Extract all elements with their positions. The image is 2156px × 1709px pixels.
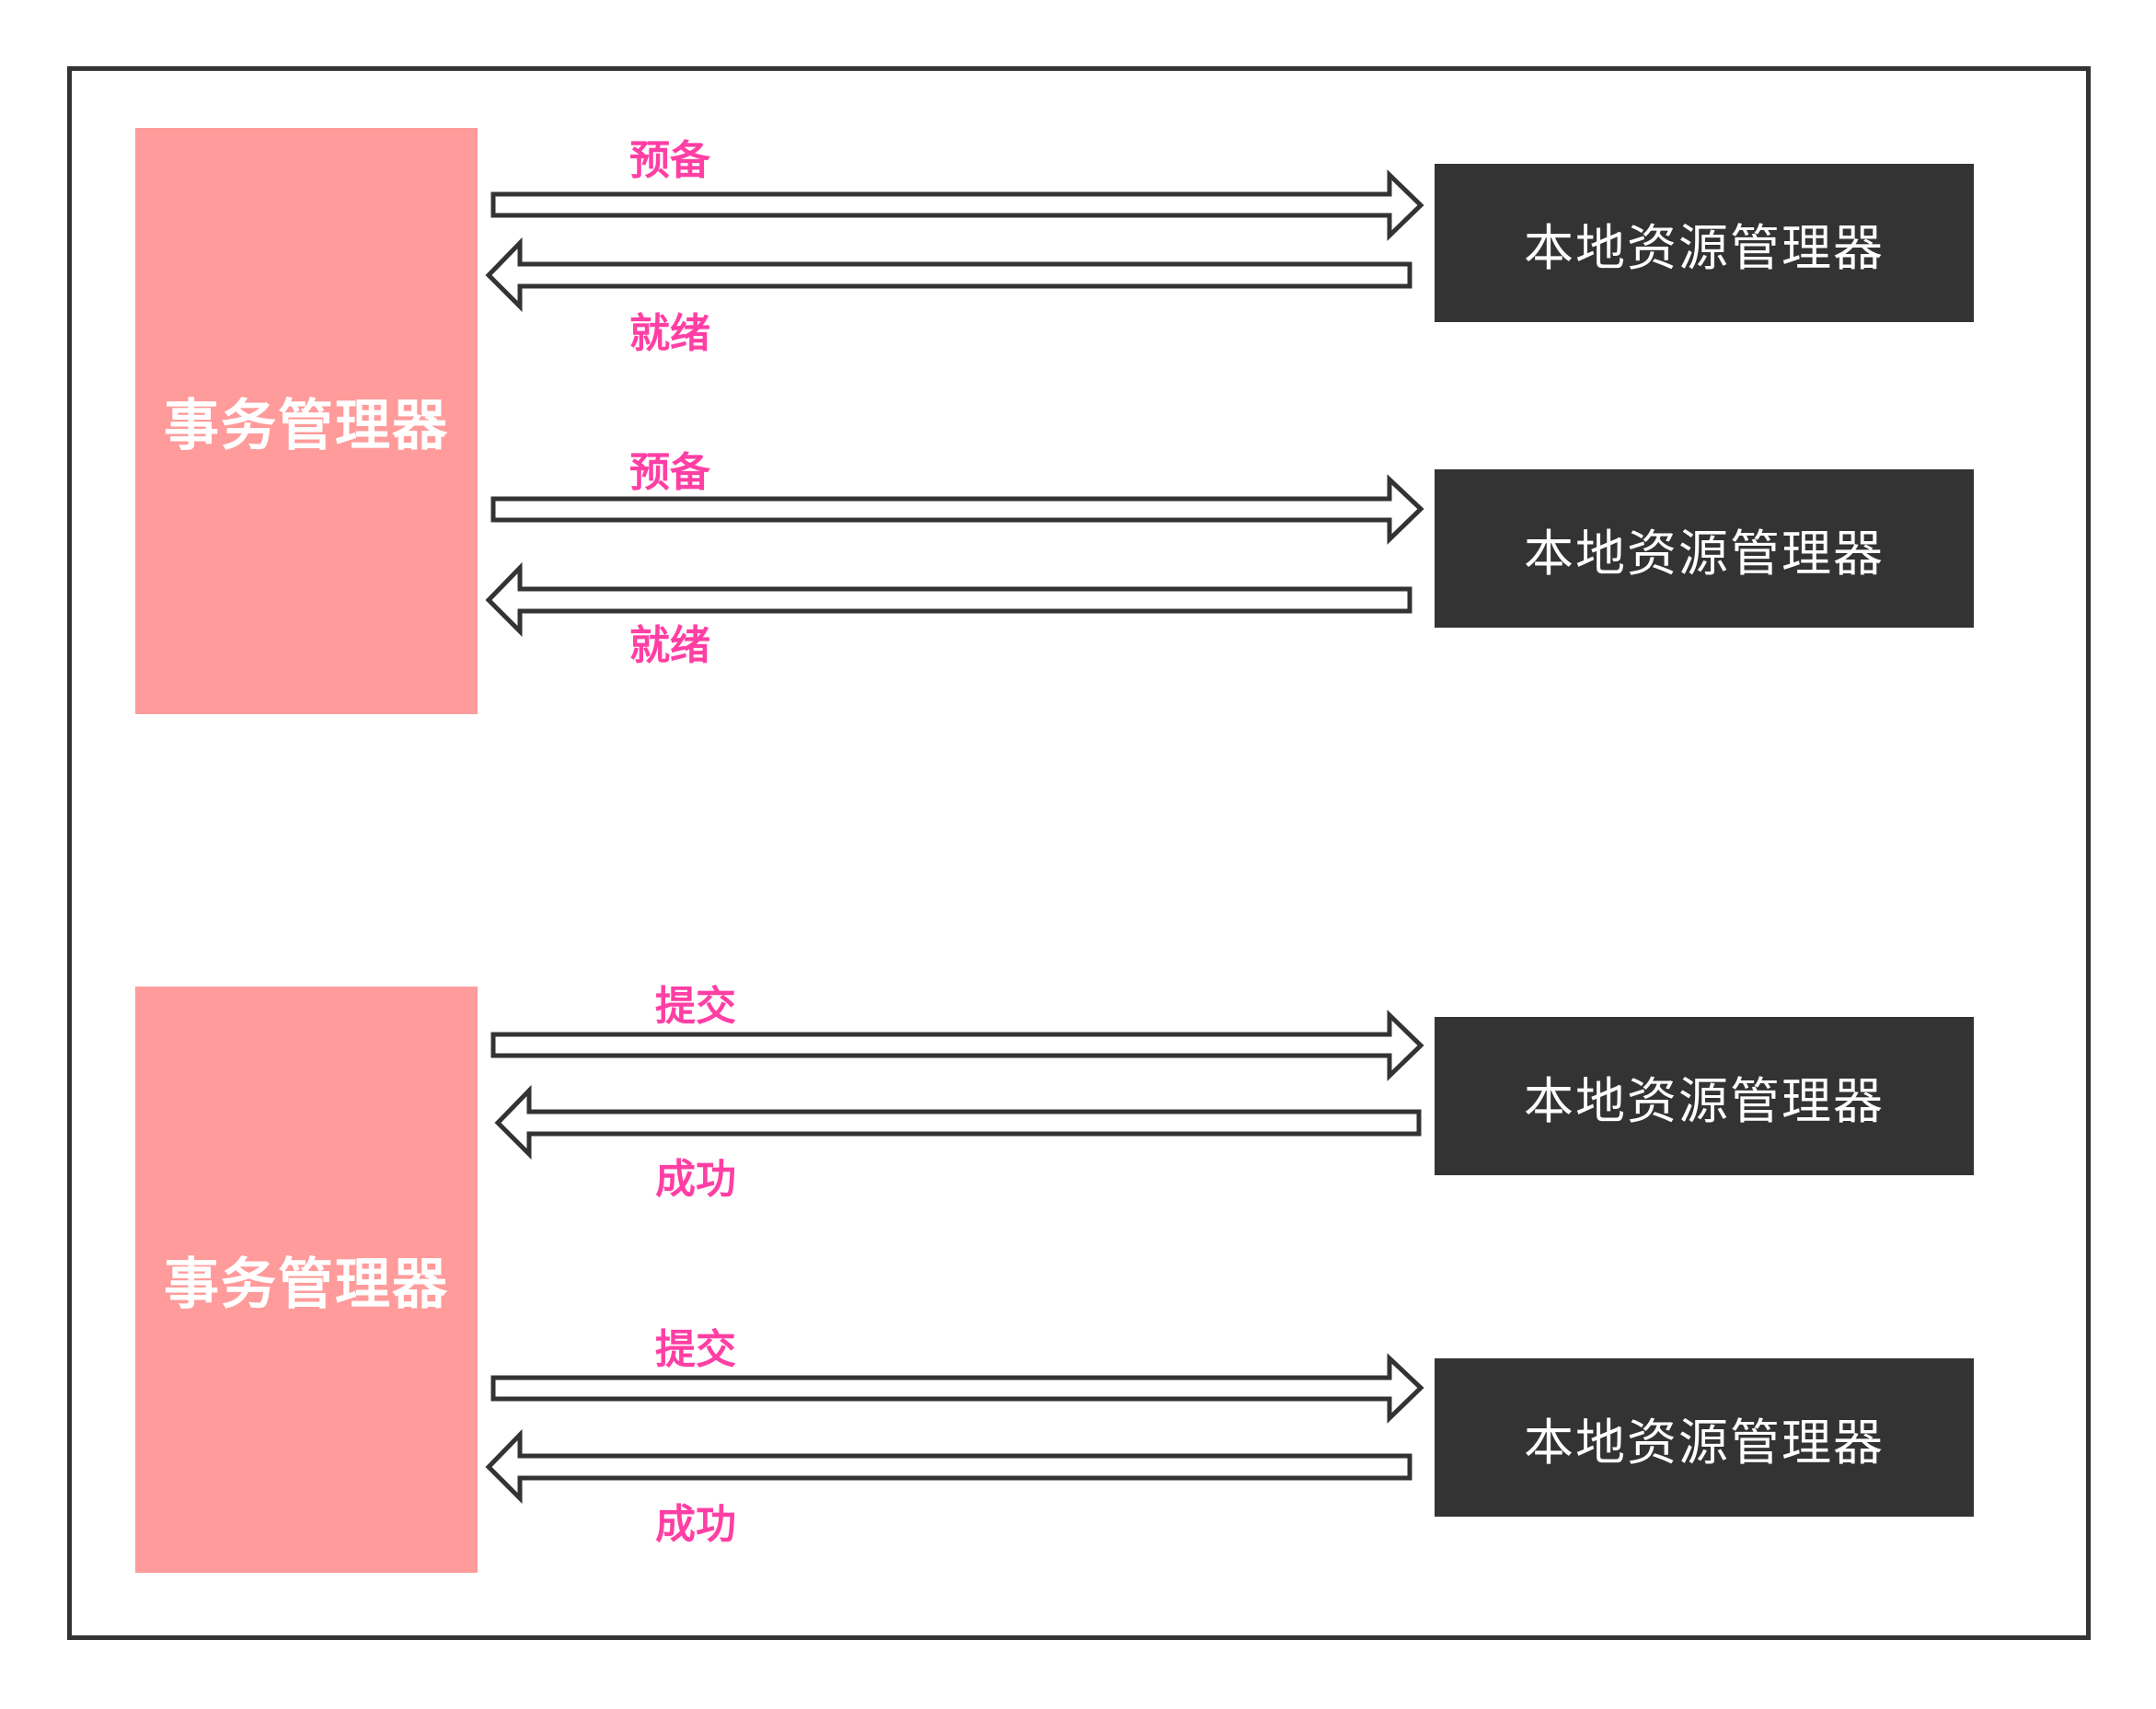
label-ready-1: 就绪 (629, 310, 710, 357)
arrow-right-prepare-1 (490, 169, 1424, 241)
label-success-1: 成功 (655, 1156, 736, 1203)
label-commit-2: 提交 (655, 1326, 736, 1373)
transaction-manager-phase1: 事务管理器 (135, 128, 478, 714)
diagram-frame (67, 66, 2091, 1640)
arrow-left-success-2 (485, 1428, 1412, 1505)
label-prepare-2: 预备 (629, 449, 710, 496)
resource-manager-label: 本地资源管理器 (1524, 218, 1885, 277)
arrow-right-commit-2 (490, 1353, 1424, 1424)
resource-manager-4: 本地资源管理器 (1435, 1358, 1974, 1517)
transaction-manager-phase2: 事务管理器 (135, 987, 478, 1573)
label-ready-2: 就绪 (629, 622, 710, 669)
resource-manager-label: 本地资源管理器 (1524, 1413, 1885, 1472)
arrow-left-success-1 (494, 1084, 1422, 1161)
resource-manager-3: 本地资源管理器 (1435, 1017, 1974, 1175)
resource-manager-2: 本地资源管理器 (1435, 469, 1974, 628)
arrow-left-ready-2 (485, 561, 1412, 638)
arrow-right-commit-1 (490, 1010, 1424, 1081)
label-commit-1: 提交 (655, 983, 736, 1030)
resource-manager-label: 本地资源管理器 (1524, 524, 1885, 583)
transaction-manager-label: 事务管理器 (164, 394, 449, 458)
arrow-right-prepare-2 (490, 474, 1424, 545)
transaction-manager-label: 事务管理器 (164, 1253, 449, 1317)
resource-manager-1: 本地资源管理器 (1435, 164, 1974, 322)
label-success-2: 成功 (655, 1501, 736, 1548)
arrow-left-ready-1 (485, 237, 1412, 313)
label-prepare-1: 预备 (629, 137, 710, 184)
resource-manager-label: 本地资源管理器 (1524, 1071, 1885, 1130)
